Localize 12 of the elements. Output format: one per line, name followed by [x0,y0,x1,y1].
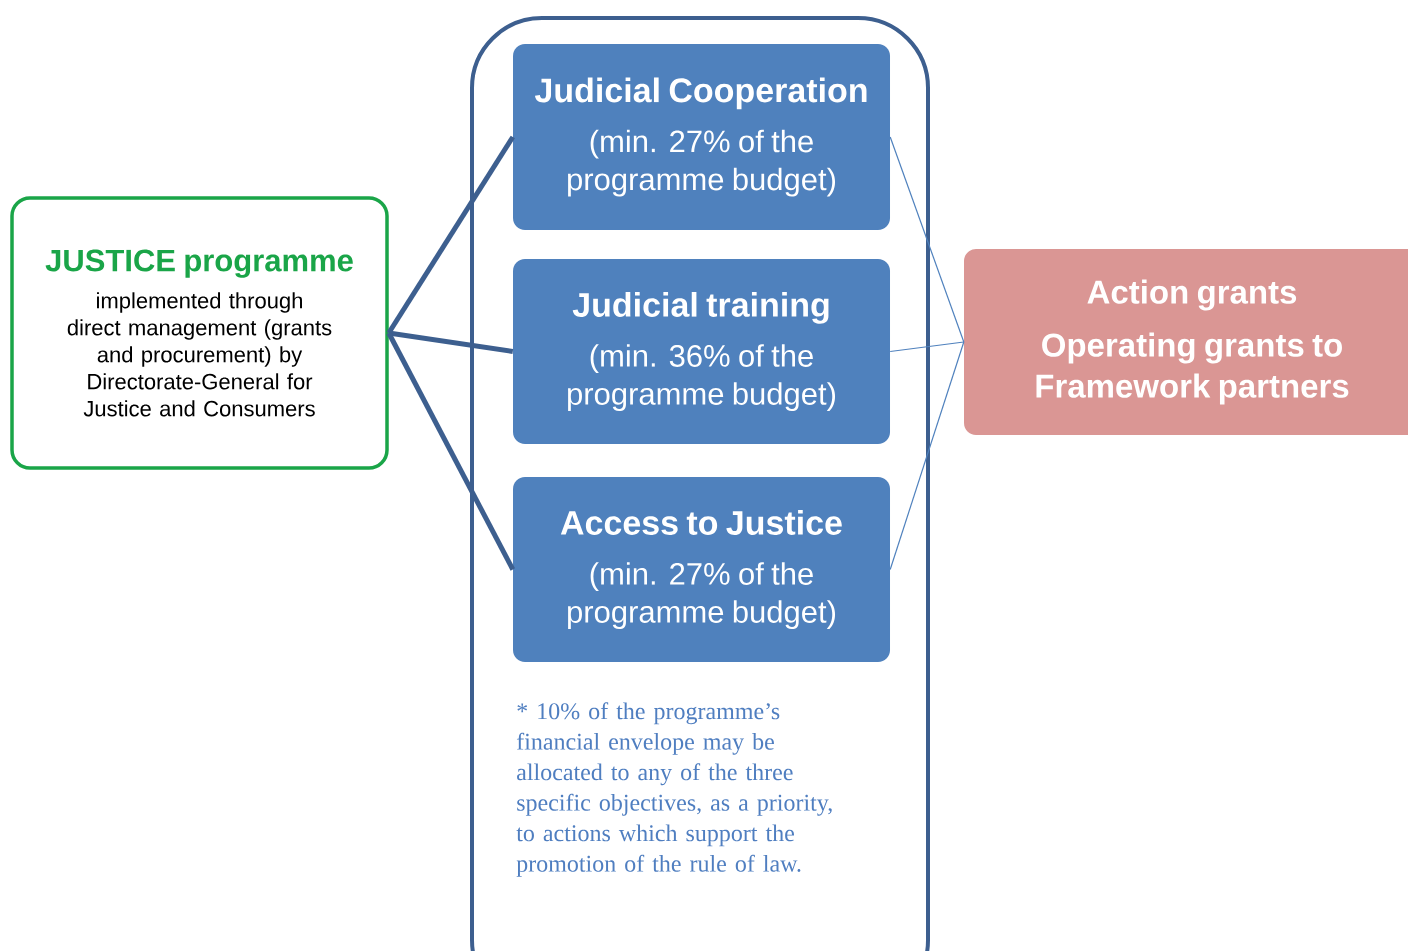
objective-box: Judicial training (min. 36% of the programme budget) [513,259,890,444]
objective-box: Judicial Cooperation (min. 27% of the programme budget) [513,44,890,230]
connector-line [889,341,965,571]
grants-box: Action grants Operating grants to Framework partners [964,249,1408,435]
objective-box: Access to Justice (min. 27% of the programme budget) [513,477,890,662]
programme-box: JUSTICE programme implemented through direct management (grants and procurement) by Directorate-General for Justice and Consumers [10,196,389,470]
footnote-text: * 10% of the programme’s financial envelope may be allocated to any of the three specific objectives, as a priority, to actions which support the promotion of the rule of law. [516,702,832,877]
connector-line [386,135,515,335]
connector-line [386,331,516,571]
connector-line [388,330,514,354]
connector-line [889,136,965,343]
connector-line [889,341,965,353]
